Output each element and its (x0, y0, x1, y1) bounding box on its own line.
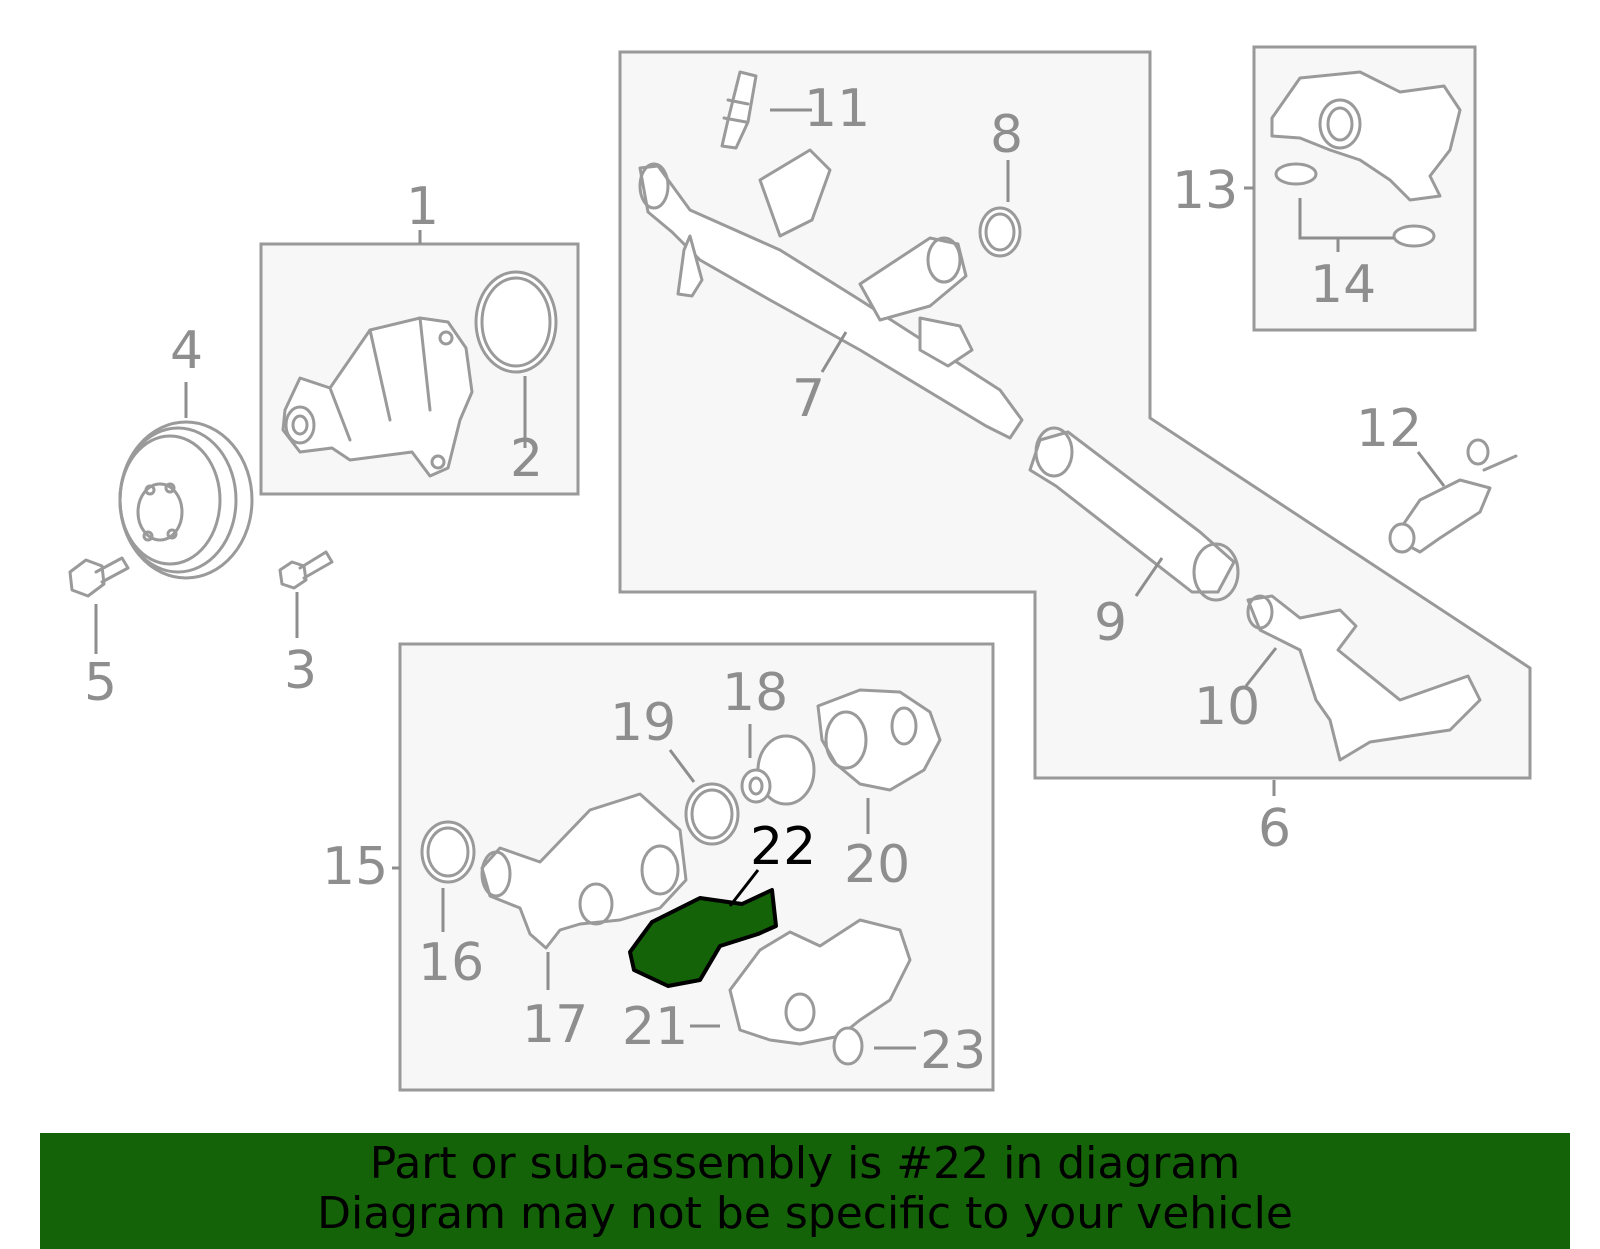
bolt-part-3 (278, 550, 334, 590)
o-ring-part-14b (1392, 224, 1436, 248)
callout-1: 1 (406, 177, 439, 237)
banner-line-disclaimer: Diagram may not be specific to your vehi… (317, 1188, 1293, 1239)
o-ring-part-16 (420, 820, 476, 884)
callout-5: 5 (84, 653, 117, 713)
callout-6: 6 (1258, 799, 1291, 859)
hose-part-9 (1028, 426, 1240, 602)
callout-20: 20 (844, 835, 910, 895)
outlet-housing-part-13 (1270, 70, 1462, 202)
info-banner: Part or sub-assembly is #22 in diagram D… (40, 1133, 1570, 1249)
banner-line-part: Part or sub-assembly is #22 in diagram (369, 1138, 1241, 1189)
callout-23: 23 (920, 1021, 986, 1081)
cover-part-21 (728, 918, 912, 1046)
leader-lines (94, 108, 1446, 1050)
callout-10: 10 (1194, 677, 1260, 737)
callout-22: 22 (750, 817, 816, 877)
water-pipe-part-7 (638, 148, 1024, 440)
callout-16: 16 (418, 933, 484, 993)
pulley-part (118, 420, 254, 580)
thermostat-part-18 (740, 734, 816, 806)
callout-18: 18 (722, 663, 788, 723)
callout-3: 3 (284, 641, 317, 701)
callout-13: 13 (1172, 161, 1238, 221)
sensor-part-11 (720, 70, 758, 150)
callout-12: 12 (1356, 399, 1422, 459)
o-ring-part-14a (1274, 162, 1318, 186)
thermostat-case-part-17 (480, 792, 688, 950)
water-pump-part (281, 316, 474, 478)
callout-19: 19 (610, 693, 676, 753)
gasket-ring-inner-2 (480, 276, 552, 368)
group-box-pipe-assembly (618, 50, 1532, 780)
callout-14: 14 (1310, 255, 1376, 315)
o-ring-inner-16 (426, 826, 470, 878)
o-ring-inner-19 (690, 788, 734, 840)
callout-21: 21 (622, 997, 688, 1057)
bolt-part-5 (68, 556, 130, 598)
callout-2: 2 (510, 429, 543, 489)
sensor-part-12 (1388, 438, 1518, 554)
o-ring-part-23 (832, 1026, 864, 1066)
housing-part-20 (816, 688, 942, 792)
callout-9: 9 (1094, 593, 1127, 653)
callout-8: 8 (990, 105, 1023, 165)
pipe-fitting-part-10 (1246, 594, 1482, 762)
callout-15: 15 (322, 837, 388, 897)
highlighted-gasket-part-22 (628, 888, 778, 988)
o-ring-inner-8 (984, 212, 1016, 252)
callout-4: 4 (170, 321, 203, 381)
callout-11: 11 (804, 79, 870, 139)
callout-7: 7 (792, 369, 825, 429)
callout-17: 17 (522, 995, 588, 1055)
gasket-ring-part-2 (474, 270, 558, 374)
o-ring-part-19 (684, 782, 740, 846)
